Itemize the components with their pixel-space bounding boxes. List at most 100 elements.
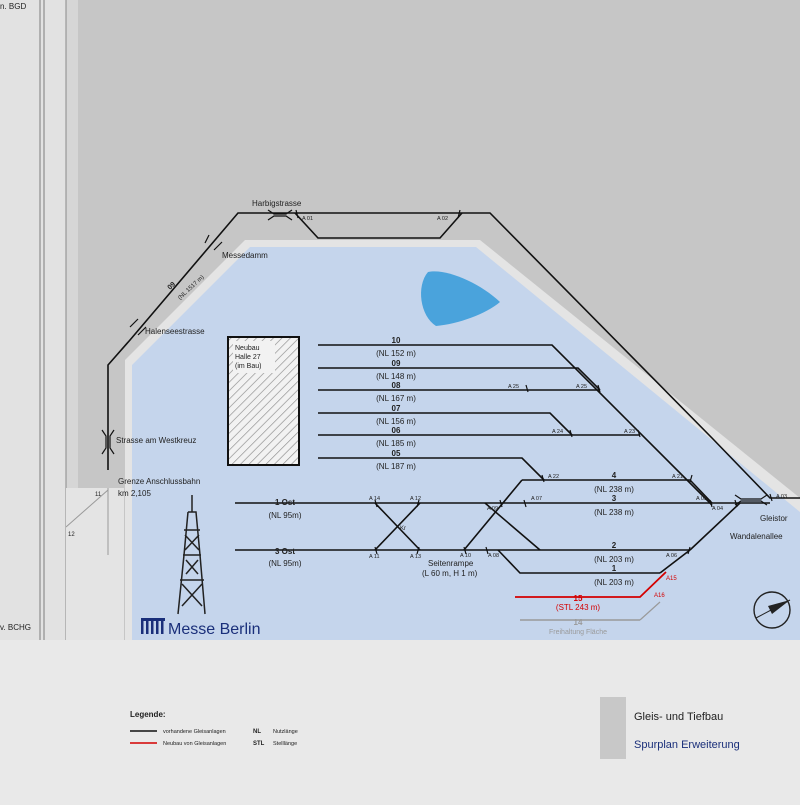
track-15-new xyxy=(515,571,667,598)
switch-label: A 13 xyxy=(410,554,421,560)
switch-label: A 02 xyxy=(437,216,448,222)
title-block-bar xyxy=(600,697,626,759)
track-nl-3ost: (NL 95m) xyxy=(268,559,301,568)
lead-track xyxy=(107,212,800,499)
track-nl: (NL 203 m) xyxy=(594,555,634,564)
new-switch-labels: A15 A16 xyxy=(654,576,677,599)
switch-label: A 06 xyxy=(666,553,677,559)
track-nl: (NL 187 m) xyxy=(376,462,416,471)
building-label-bg xyxy=(233,341,275,373)
bridge-messedamm xyxy=(204,234,223,251)
legend-stl-abbr: STL xyxy=(253,741,265,747)
track-name: 05 xyxy=(392,449,401,458)
track-name: 2 xyxy=(612,541,617,550)
title-block-line1: Gleis- und Tiefbau xyxy=(634,711,723,723)
bridge-markers xyxy=(101,209,768,506)
building-label-3: (im Bau) xyxy=(235,363,261,370)
label-node-12: 12 xyxy=(68,532,75,538)
switch-label-new: A16 xyxy=(654,593,665,599)
label-bchg: v. BCHG xyxy=(0,623,31,632)
track-1-line xyxy=(497,549,660,574)
page-footer-area xyxy=(0,640,800,800)
radio-tower-icon xyxy=(177,495,206,615)
switch-label: A 11 xyxy=(369,554,380,560)
legend-existing: vorhandene Gleisanlagen xyxy=(163,729,226,735)
switch-label: A 14 xyxy=(369,496,380,502)
switch-labels: A 01 A 02 A 25 A 25 A 24 A 23 A 22 A 21 … xyxy=(302,216,787,560)
new-track-labels: 15 (STL 243 m) xyxy=(556,594,600,612)
siding-tracks xyxy=(235,344,770,574)
switch-label: A 09 xyxy=(487,506,498,512)
legend-stl-text: Stelllänge xyxy=(273,741,297,747)
label-seitenrampe: Seitenrampe xyxy=(428,559,474,568)
label-harbigstrasse: Harbigstrasse xyxy=(252,199,302,208)
switch-label: A 22 xyxy=(548,474,559,480)
north-arrow-icon xyxy=(753,591,791,629)
label-km: km 2,105 xyxy=(118,489,151,498)
reserved-track-labels: 14 Freihaltung Fläche xyxy=(549,618,607,636)
switch-label: A 01 xyxy=(302,216,313,222)
track-name: 07 xyxy=(392,404,401,413)
label-kr: Kr xyxy=(400,526,406,532)
track-name: 10 xyxy=(392,336,401,345)
track-14-note: Freihaltung Fläche xyxy=(549,629,607,636)
track-name: 3 xyxy=(612,494,617,503)
track-nl: (NL 156 m) xyxy=(376,417,416,426)
switch-label: A 08 xyxy=(488,553,499,559)
track-name-1ost: 1 Ost xyxy=(275,498,295,507)
messe-berlin-logo-icon xyxy=(141,618,165,634)
bridge-harbigstrasse xyxy=(267,209,293,221)
bridge-gleistor xyxy=(734,494,768,506)
track-nl-1ost: (NL 95m) xyxy=(268,511,301,520)
switch-label: A 23 xyxy=(624,429,635,435)
track-09-line xyxy=(318,367,601,391)
track-nl: (NL 238 m) xyxy=(594,485,634,494)
connector-line xyxy=(65,489,109,528)
label-bgd: n. BGD xyxy=(0,2,26,11)
label-grenze: Grenze Anschlussbahn xyxy=(118,477,200,486)
legend: Legende: vorhandene Gleisanlagen Neubau … xyxy=(130,710,298,747)
label-halenseestrasse: Halenseestrasse xyxy=(145,327,205,336)
connector-a08 xyxy=(484,502,541,551)
messe-berlin-logo-text: Messe Berlin xyxy=(168,621,260,638)
title-block-line2: Spurplan Erweiterung xyxy=(634,739,740,751)
label-messedamm: Messedamm xyxy=(222,251,268,260)
label-node-11: 11 xyxy=(95,492,102,498)
switch-label: A 25 xyxy=(508,384,519,390)
crossover-2 xyxy=(374,502,421,551)
track-10-line xyxy=(318,344,713,506)
track-nl: (NL 167 m) xyxy=(376,394,416,403)
track-nl: (NL 185 m) xyxy=(376,439,416,448)
label-track09-lead: 09 xyxy=(167,281,178,292)
legend-title: Legende: xyxy=(130,710,166,719)
label-gleistor: Gleistor xyxy=(760,514,788,523)
switch-label: A 12 xyxy=(410,496,421,502)
switch-label: A 03 xyxy=(776,494,787,500)
track-nl: (NL 148 m) xyxy=(376,372,416,381)
track-name: 09 xyxy=(392,359,401,368)
switch-label: A 10 xyxy=(460,553,471,559)
legend-nl-abbr: NL xyxy=(253,729,261,735)
track-14-connector xyxy=(639,601,661,621)
track-nl: (NL 238 m) xyxy=(594,508,634,517)
switch-label: A 07 xyxy=(531,496,542,502)
left-band xyxy=(66,0,78,640)
track-name-3ost: 3 Ost xyxy=(275,547,295,556)
legend-nl-text: Nutzlänge xyxy=(273,729,298,735)
connector-a09 xyxy=(463,479,523,551)
switch-label-new: A15 xyxy=(666,576,677,582)
boundary-zone xyxy=(66,488,124,640)
track-nl: (NL 203 m) xyxy=(594,578,634,587)
track-name: 06 xyxy=(392,426,401,435)
switch-label: A 24 xyxy=(552,429,563,435)
track-nl: (NL 152 m) xyxy=(376,349,416,358)
switch-label: A 21 xyxy=(672,474,683,480)
track-07-line xyxy=(318,412,573,436)
label-rampe-dim: (L 60 m, H 1 m) xyxy=(422,569,478,578)
track-14-name: 14 xyxy=(574,618,583,627)
label-westkreuz: Strasse am Westkreuz xyxy=(116,436,196,445)
lake xyxy=(421,271,500,326)
bridge-westkreuz xyxy=(101,429,115,455)
